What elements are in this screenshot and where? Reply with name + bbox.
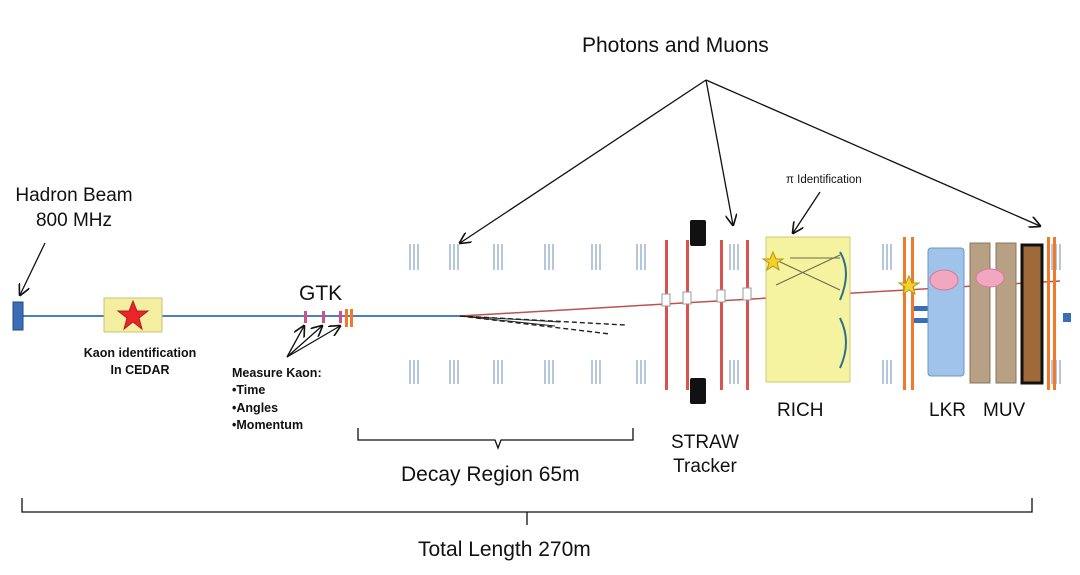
rich-star	[761, 250, 785, 272]
straw-magnet-bottom	[690, 378, 706, 404]
gtk-orange-a	[345, 309, 348, 327]
decay-region-label: Decay Region 65m	[401, 463, 580, 486]
hadron-beam-line2: 800 MHz	[35, 209, 113, 231]
veto-tick-groups	[409, 244, 1061, 384]
kaon-id-label: Kaon identification In CEDAR	[70, 346, 210, 378]
kaon-id-line2: In CEDAR	[110, 363, 170, 378]
muv-detector	[969, 237, 1071, 390]
beam-dump	[1063, 313, 1071, 322]
hadron-beam-line1: Hadron Beam	[15, 185, 133, 206]
photons-muons-label: Photons and Muons	[582, 34, 769, 57]
gtk-station-1	[304, 311, 307, 323]
straw-label: STRAW Tracker	[660, 432, 750, 478]
measure-kaon-block: Measure Kaon: TimeAnglesMomentum	[232, 366, 322, 433]
beam-source	[12, 301, 24, 331]
gtk-orange-b	[350, 309, 353, 327]
measure-kaon-title: Measure Kaon:	[232, 366, 322, 380]
lkr-shower	[929, 269, 959, 291]
gtk-station-2	[322, 311, 325, 323]
lkr-calorimeter	[927, 247, 965, 377]
rich-detector	[761, 236, 851, 383]
lkr-star	[897, 274, 921, 296]
kaon-star	[116, 299, 150, 331]
hadron-beam-label: Hadron Beam 800 MHz	[14, 185, 134, 232]
measure-kaon-list: TimeAnglesMomentum	[232, 383, 322, 432]
decay-region-brace	[357, 428, 634, 450]
gtk-station-3	[339, 311, 342, 323]
kaon-id-line1: Kaon identification	[83, 346, 197, 360]
straw-magnet-top	[690, 220, 706, 246]
measure-kaon-item: Angles	[232, 401, 322, 415]
lkr-label: LKR	[929, 400, 966, 421]
rich-label: RICH	[777, 400, 824, 421]
pi-identification-label: π Identification	[786, 174, 862, 186]
total-length-label: Total Length 270m	[418, 538, 591, 561]
measure-kaon-item: Momentum	[232, 418, 322, 432]
total-length-bracket	[21, 498, 1033, 513]
measure-kaon-item: Time	[232, 383, 322, 397]
muv-label: MUV	[983, 400, 1026, 421]
gtk-label: GTK	[299, 282, 343, 305]
straw-tracker	[661, 220, 752, 404]
straw-line2: Tracker	[673, 455, 737, 477]
straw-line1: STRAW	[671, 432, 739, 453]
